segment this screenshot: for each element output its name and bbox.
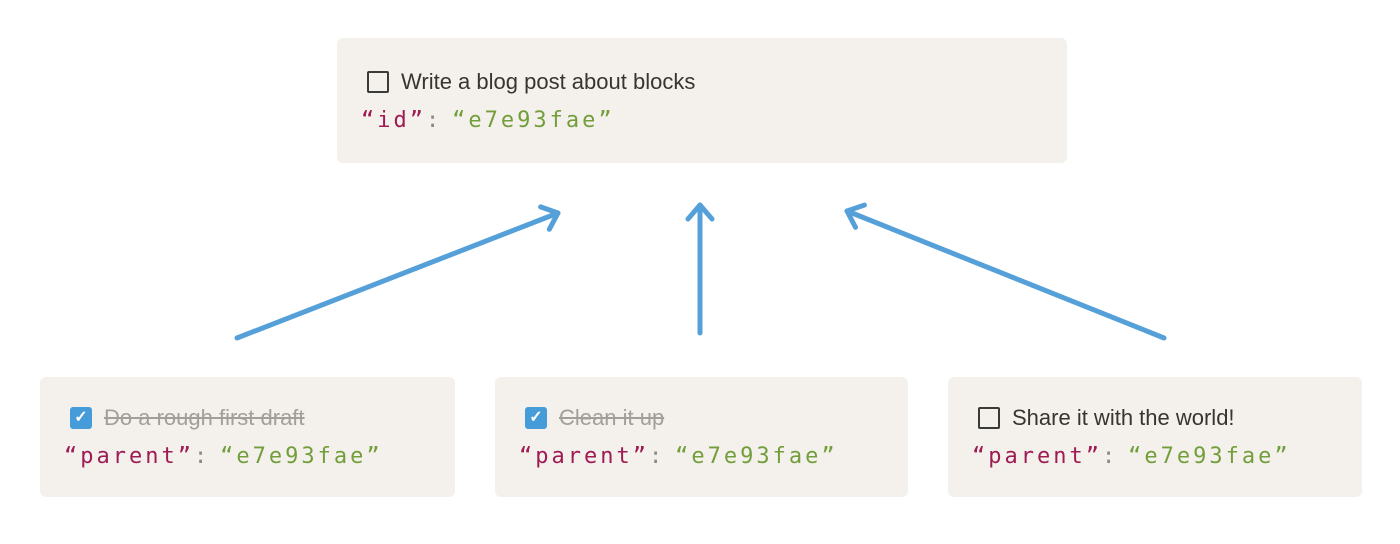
json-key: “parent” bbox=[519, 444, 649, 469]
child-block-card-1: ✓ Do a rough first draft “parent”: “e7e93… bbox=[40, 377, 455, 497]
json-key: “parent” bbox=[64, 444, 194, 469]
json-value: “e7e93fae” bbox=[220, 444, 383, 469]
todo-row: Share it with the world! bbox=[978, 405, 1332, 431]
todo-row: ✓ Clean it up bbox=[525, 405, 878, 431]
todo-title: Do a rough first draft bbox=[104, 405, 305, 430]
json-colon: : bbox=[193, 444, 211, 469]
json-colon: : bbox=[425, 107, 443, 133]
json-colon: : bbox=[648, 444, 666, 469]
arrow-left-child-to-parent bbox=[234, 204, 561, 341]
todo-row: ✓ Do a rough first draft bbox=[70, 405, 425, 431]
todo-title: Write a blog post about blocks bbox=[401, 68, 696, 94]
json-colon: : bbox=[1101, 444, 1119, 469]
todo-checkbox-unchecked[interactable] bbox=[978, 407, 1000, 429]
checkmark-icon: ✓ bbox=[74, 409, 88, 426]
todo-row: Write a blog post about blocks bbox=[367, 69, 1037, 95]
json-line: “id”: “e7e93fae” bbox=[361, 108, 1037, 133]
todo-checkbox-checked[interactable]: ✓ bbox=[525, 407, 547, 429]
child-block-card-2: ✓ Clean it up “parent”: “e7e93fae” bbox=[495, 377, 908, 497]
todo-title: Share it with the world! bbox=[1012, 405, 1235, 430]
todo-checkbox-unchecked[interactable] bbox=[367, 70, 389, 93]
json-line: “parent”: “e7e93fae” bbox=[64, 444, 425, 469]
parent-block-card: Write a blog post about blocks “id”: “e7e… bbox=[337, 38, 1067, 163]
json-value: “e7e93fae” bbox=[1128, 444, 1291, 469]
json-value: “e7e93fae” bbox=[675, 444, 838, 469]
child-block-card-3: Share it with the world! “parent”: “e7e93… bbox=[948, 377, 1362, 497]
json-key: “id” bbox=[361, 107, 426, 133]
todo-title: Clean it up bbox=[559, 405, 665, 430]
json-value: “e7e93fae” bbox=[452, 107, 615, 133]
json-key: “parent” bbox=[972, 444, 1102, 469]
json-line: “parent”: “e7e93fae” bbox=[972, 444, 1332, 469]
arrow-right-child-to-parent bbox=[844, 202, 1167, 341]
json-line: “parent”: “e7e93fae” bbox=[519, 444, 878, 469]
checkmark-icon: ✓ bbox=[529, 409, 543, 426]
todo-checkbox-checked[interactable]: ✓ bbox=[70, 407, 92, 429]
